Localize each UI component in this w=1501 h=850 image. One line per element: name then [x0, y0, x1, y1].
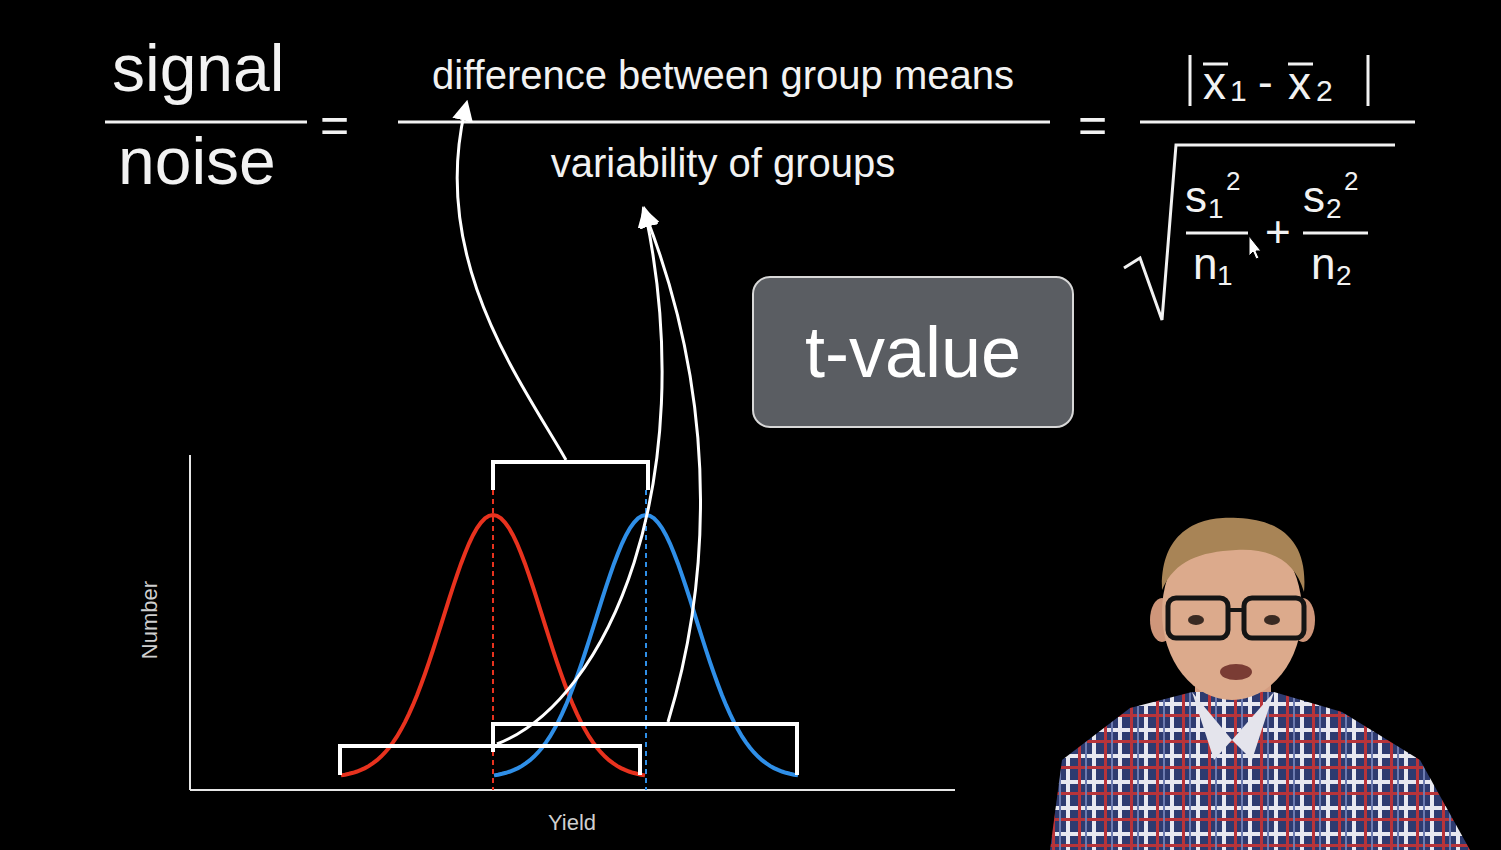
y-axis — [189, 455, 191, 790]
result-box: t-value — [752, 276, 1074, 428]
x-axis — [190, 789, 955, 791]
formula-subscript: 1 — [1230, 76, 1247, 106]
presenter-glasses — [1244, 598, 1304, 638]
sqrt-sign — [1124, 145, 1395, 320]
axis-label: Yield — [548, 812, 596, 834]
mean-line — [645, 490, 647, 790]
presenter-shirt — [1050, 692, 1470, 850]
pointer-arrow — [646, 216, 701, 722]
fraction-denominator: variability of groups — [551, 143, 896, 183]
fraction-bar — [1140, 121, 1415, 124]
presenter-glasses — [1168, 598, 1228, 638]
box-text: t-value — [805, 316, 1021, 388]
fraction-numerator: signal — [112, 35, 284, 101]
mean-difference-bracket — [493, 462, 648, 490]
presenter-figure — [1050, 518, 1470, 850]
presenter-mouth — [1220, 664, 1252, 680]
spread-bracket — [340, 746, 640, 775]
formula-superscript: 2 — [1226, 168, 1240, 194]
spread-bracket — [493, 724, 797, 775]
presenter-glasses — [1228, 608, 1244, 612]
pointer-arrow — [457, 110, 566, 460]
equals-sign: = — [320, 100, 349, 150]
fraction-denominator: noise — [118, 128, 276, 194]
fraction-numerator: difference between group means — [432, 55, 1014, 95]
absolute-bar — [1367, 55, 1370, 106]
presenter-eye — [1188, 615, 1204, 625]
formula-symbol: s — [1303, 175, 1325, 219]
formula-subscript: 1 — [1217, 262, 1233, 290]
fraction-bar — [1303, 232, 1368, 235]
formula-symbol: x — [1203, 60, 1226, 106]
formula-subscript: 2 — [1316, 76, 1333, 106]
absolute-bar — [1189, 55, 1192, 106]
fraction-bar — [1186, 232, 1248, 235]
formula-subscript: 2 — [1326, 195, 1342, 223]
formula-subscript: 2 — [1336, 262, 1352, 290]
formula-symbol: n — [1311, 242, 1335, 286]
formula-symbol: n — [1193, 242, 1217, 286]
axis-label: Number — [139, 581, 161, 659]
presenter-eye — [1264, 615, 1280, 625]
fraction-bar — [105, 121, 307, 124]
presenter-collar — [1192, 692, 1232, 760]
formula-operator: + — [1265, 210, 1291, 254]
presenter-collar — [1232, 692, 1274, 760]
formula-symbol: s — [1185, 175, 1207, 219]
pointer-arrow — [497, 216, 662, 744]
fraction-bar — [398, 121, 1050, 124]
formula-operator: - — [1258, 60, 1273, 104]
equals-sign: = — [1078, 100, 1107, 150]
formula-symbol: x — [1288, 60, 1311, 106]
presenter-hair — [1162, 518, 1305, 592]
mouse-cursor — [1249, 236, 1261, 259]
formula-superscript: 2 — [1344, 168, 1358, 194]
formula-subscript: 1 — [1208, 195, 1224, 223]
